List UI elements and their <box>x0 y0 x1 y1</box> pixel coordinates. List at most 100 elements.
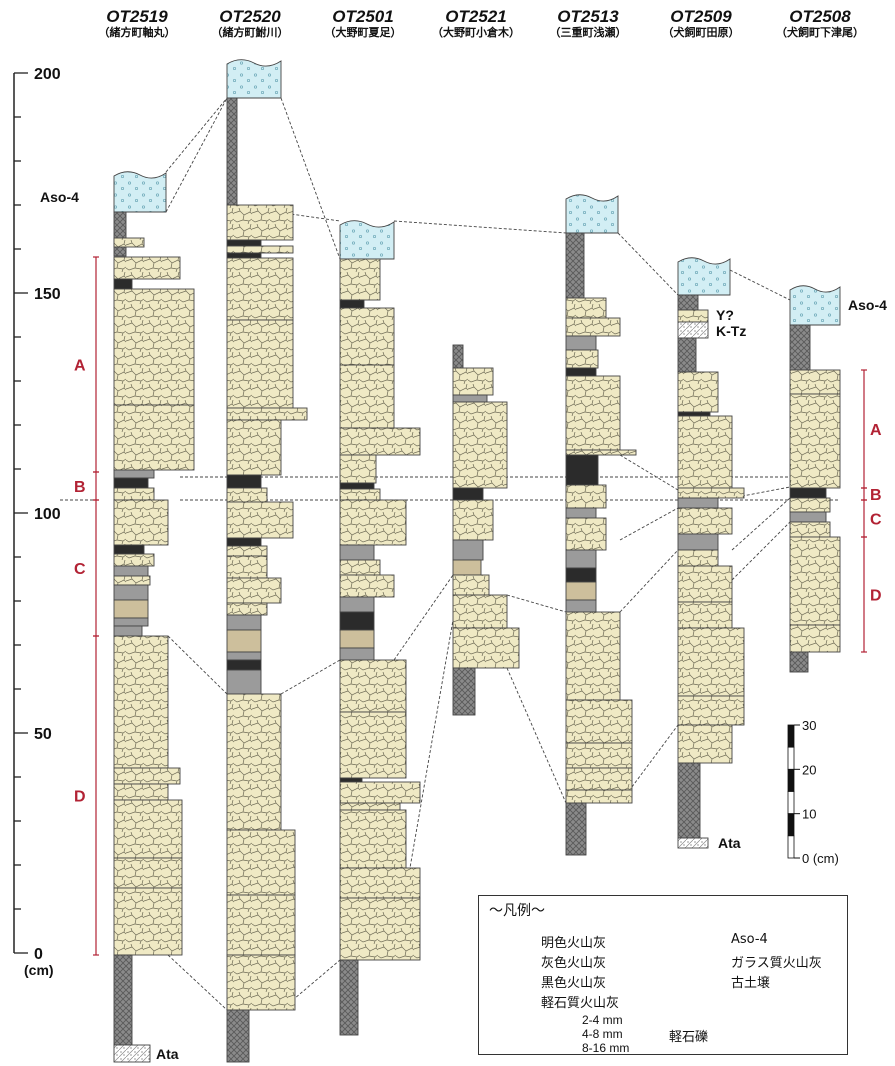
pumice-layer <box>113 499 169 546</box>
correlation-line <box>617 232 679 296</box>
pumice-layer <box>677 371 719 413</box>
pumice-layer <box>452 594 508 629</box>
depth-scale-label: 150 <box>34 286 61 303</box>
light-ash-layer <box>339 629 375 649</box>
pumice-layer <box>113 487 155 501</box>
aso4-layer <box>339 220 395 260</box>
column-id: OT2508 <box>789 7 851 26</box>
aso4-layer <box>226 59 282 99</box>
legend: ～凡例～ 明色火山灰 灰色火山灰 黒色火山灰 軽石質火山灰 Aso-4 ガラス質… <box>478 895 848 1055</box>
gray-ash-layer <box>677 497 719 509</box>
gray-ash-layer <box>789 511 827 523</box>
pumice-layer <box>565 789 633 804</box>
black-ash-layer <box>226 659 262 671</box>
pumice-layer <box>339 809 407 869</box>
black-ash-layer <box>789 487 827 499</box>
pumice-layer <box>789 624 841 653</box>
pumice-layer <box>339 307 395 366</box>
black-ash-layer <box>339 482 375 490</box>
stratigraphic-column-ot2519 <box>113 171 195 1063</box>
depth-scale-label: 0 <box>34 946 43 963</box>
stratigraphic-column-ot2501 <box>339 220 421 1036</box>
pumice-layer <box>339 867 421 899</box>
paleosol-layer <box>565 232 585 299</box>
pumice-layer <box>226 204 294 241</box>
legend-grain-size-medium: 4-8 mm <box>582 1027 623 1041</box>
gray-ash-layer <box>226 651 262 661</box>
pumice-layer <box>565 517 607 551</box>
aso4-layer <box>565 194 619 234</box>
column-header-ot2508: OT2508 （犬飼町下津尾） <box>765 8 875 40</box>
pumice-layer <box>226 245 294 254</box>
pumice-layer <box>113 237 145 248</box>
pumice-layer <box>113 857 183 889</box>
pumice-layer <box>565 742 633 769</box>
paleosol-layer <box>677 294 699 311</box>
gray-ash-layer <box>339 596 375 613</box>
legend-grain-size-large: 8-16 mm <box>582 1041 630 1055</box>
black-ash-layer <box>226 239 262 247</box>
column-location: （三重町浅瀬） <box>549 26 627 39</box>
paleosol-layer <box>113 211 127 257</box>
gray-ash-layer <box>565 549 597 569</box>
unit-label-b: B <box>870 487 882 504</box>
black-ash-layer <box>113 544 145 555</box>
correlation-line <box>280 97 341 260</box>
column-header-ot2509: OT2509 （犬飼町田原） <box>646 8 756 40</box>
stratigraphic-column-ot2509 <box>677 257 745 849</box>
pumice-layer <box>339 427 421 456</box>
legend-label-light-ash: 明色火山灰 <box>541 936 607 951</box>
tephra-label-ktz: K-Tz <box>716 323 746 339</box>
unit-label-a: A <box>870 422 882 439</box>
pumice-layer <box>113 799 183 859</box>
pumice-layer <box>565 317 621 337</box>
pumice-layer <box>113 767 181 785</box>
paleosol-layer <box>226 97 238 206</box>
correlation-line <box>167 954 228 1011</box>
pumice-layer <box>565 484 607 509</box>
paleosol-layer <box>789 651 809 673</box>
pumice-layer <box>452 627 520 669</box>
mini-scale-label: 30 <box>802 718 816 733</box>
stratigraphic-column-ot2521 <box>452 344 520 716</box>
aso4-layer <box>113 171 167 213</box>
depth-scale-unit: (cm) <box>24 962 54 978</box>
gray-ash-layer <box>113 565 149 577</box>
correlation-line <box>165 97 228 213</box>
pumice-layer <box>339 711 407 779</box>
pumice-layer <box>677 415 733 489</box>
legend-label-gray-ash: 灰色火山灰 <box>541 956 607 971</box>
column-header-ot2521: OT2521 （大野町小倉木） <box>421 8 531 40</box>
pumice-layer <box>226 602 268 616</box>
pumice-layer <box>789 497 831 513</box>
mini-scale-label: 10 <box>802 807 816 822</box>
pumice-layer <box>677 695 745 726</box>
pumice-layer <box>339 897 421 961</box>
pumice-layer <box>677 724 733 764</box>
pumice-layer <box>226 407 308 421</box>
column-id: OT2509 <box>670 7 732 26</box>
column-location: （緒方町軸丸） <box>98 26 176 39</box>
gray-ash-layer <box>565 335 597 351</box>
column-location: （緒方町鮒川） <box>211 26 289 39</box>
depth-scale-label: 100 <box>34 506 61 523</box>
light-ash-layer <box>226 629 262 653</box>
pumice-layer <box>789 369 841 395</box>
mini-scale-label: 20 <box>802 762 816 777</box>
pumice-layer <box>226 545 268 557</box>
pumice-layer <box>677 601 733 629</box>
black-ash-layer <box>565 567 597 583</box>
pumice-layer <box>677 627 745 697</box>
legend-grain-label: 軽石礫 <box>669 1030 709 1045</box>
pumice-layer <box>339 659 407 713</box>
mini-scale-segment <box>787 791 795 815</box>
pumice-layer <box>113 553 155 567</box>
column-id: OT2501 <box>332 7 394 26</box>
unit-label-b: B <box>74 479 86 496</box>
pumice-layer <box>113 256 181 280</box>
pumice-layer <box>113 404 195 471</box>
pumice-layer <box>226 693 282 831</box>
pumice-layer <box>789 521 831 538</box>
paleosol-layer <box>789 324 811 371</box>
legend-label-aso4: Aso-4 <box>731 932 768 947</box>
